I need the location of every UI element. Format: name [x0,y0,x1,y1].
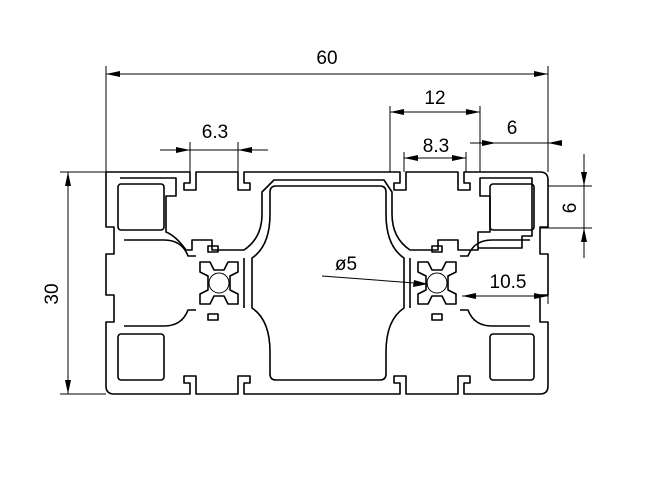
dimension-center-bore: 10.5 [462,272,549,304]
web-left-upper [124,239,196,257]
core-bore-left [199,261,239,305]
dimension-slot-pitch-right: 12 [389,88,481,172]
web-left-lower [124,309,196,327]
overall-height-label: 30 [42,283,63,304]
bore-diameter-label: ø5 [335,254,357,275]
web-right-lower [460,309,530,327]
dimension-slot-width-left: 6.3 [160,122,268,172]
profile-inner-contour [120,177,533,251]
edge-offset-label: 6 [507,118,518,139]
notch-right-bottom [431,313,443,321]
corner-pocket-top-right [489,183,535,231]
dimension-edge-offset-vertical: 6 [540,154,592,258]
web-right-upper [460,239,530,257]
dimension-slot-width-right: 8.3 [403,136,467,172]
slot-width-right-label: 8.3 [423,136,449,157]
edge-offset-vertical-label: 6 [560,203,581,214]
corner-pocket-bottom-right [489,333,535,381]
profile-outer-contour [105,171,549,395]
slot-pitch-right-label: 12 [424,88,445,109]
center-cavity [251,185,405,381]
corner-pocket-bottom-left [117,333,165,381]
notch-right-top [431,245,443,253]
notch-left-bottom [207,313,219,321]
dimension-overall-width: 60 [105,48,549,172]
notch-left-top [207,245,219,253]
dimension-edge-offset: 6 [470,118,562,172]
overall-width-label: 60 [316,48,337,69]
slot-width-left-label: 6.3 [202,122,228,143]
center-bore-label: 10.5 [490,272,527,293]
dimension-bore-diameter: ø5 [321,254,429,287]
corner-pocket-top-left [117,183,165,231]
core-bore-right [417,261,457,305]
dimension-overall-height: 30 [42,171,106,395]
